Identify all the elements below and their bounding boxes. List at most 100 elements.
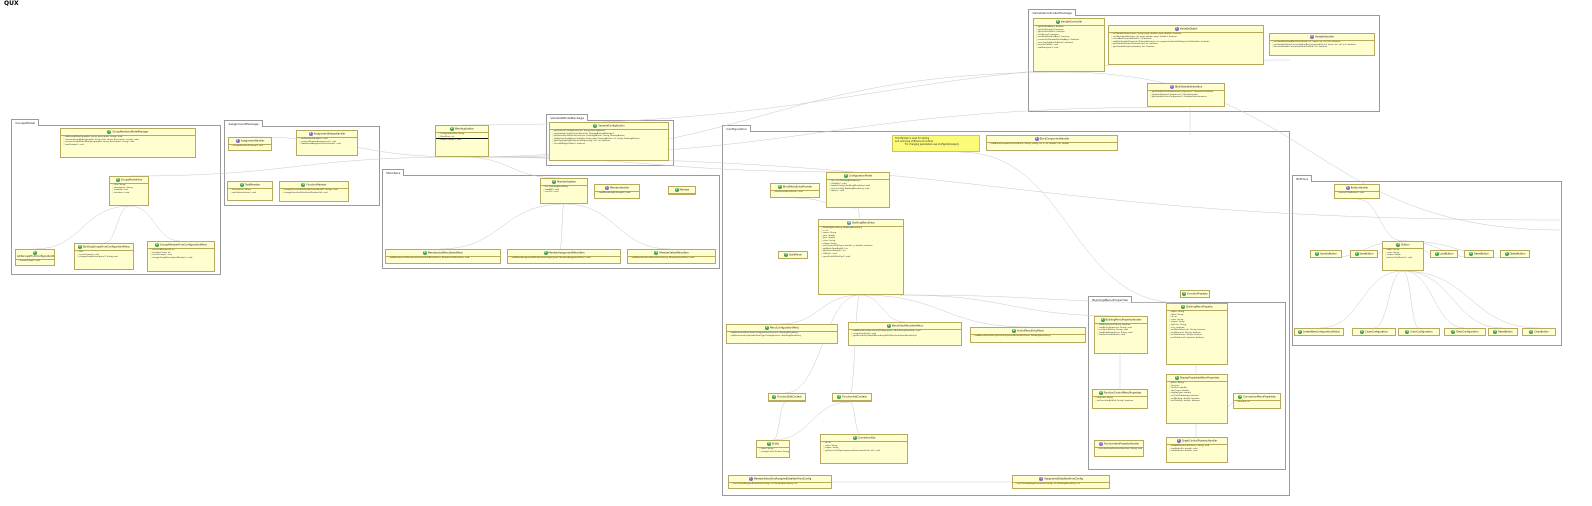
package-configuration: Configuration [722,125,1290,496]
class-member: loadValueStr: double: void [1167,448,1227,451]
class-name: FunctionProperty [1187,292,1208,296]
class-member: createGroup(): void [148,254,214,257]
interface-icon: I [1039,477,1044,481]
class-member: changeGroupDescription(): String void [75,256,133,259]
package-variablecontrollerpackage: VariableControllerPackage [1028,9,1380,112]
class-member: removeGroupModel(groupId: string, title:… [61,139,195,142]
class-member: blockFromMenuItem(): void [771,191,819,194]
class-member: addMenuEntryMenuItemSettingsOption: Menu… [849,330,961,333]
interface-icon: I [1345,186,1350,190]
class-member: getVariableFromComponent(): VariableLoad… [1148,94,1224,97]
class-name: MenuEntryMenuItemMenu [891,324,924,328]
class-name: AddGroupsFromConfigurationMenu [17,255,55,258]
relationship-edge [129,156,463,177]
class-functioncontrolmenuproperties: CFunctionControlMenuPropertiesfunction: … [1092,389,1148,409]
class-member: selectedMemberId: int [148,249,214,252]
package-label: BuildingMenuProperties [1088,296,1132,303]
class-member: color: String [819,240,903,243]
class-icon: C [1174,376,1179,380]
class-member: taskStatus(status): void [228,192,272,195]
class-name: ConnectionMenuProperties [1243,395,1276,399]
class-separator [669,193,695,194]
class-member: color: String [757,448,789,451]
class-member: label: String [1167,314,1227,317]
relationship-edge [1402,270,1504,329]
class-member: saveToCloud(): void [1034,44,1104,47]
interface-icon: I [604,186,609,190]
package-groupsmodel: GroupsModel [11,119,221,275]
class-member: changeFunctionForMember(memberId(): Stri… [280,189,348,192]
class-name: MemberHandler [609,186,630,190]
class-icon: C [764,326,769,330]
class-member: FunctionItemFunctionFunction: String: vo… [1095,448,1143,451]
class-varconfigsection: CVariableConfigSectiongetValueOfConfigSe… [549,122,669,161]
class-header: CAddGroupsFromConfigurationMenu [16,250,54,259]
class-separator [1445,335,1485,336]
class-name: CloseButton [1534,330,1549,334]
class-member: activeConfig: BuildingMenuEntry: void [827,188,889,191]
class-separator [1353,335,1395,336]
class-member: getValueOfConfigSection(id): String Floa… [550,130,668,133]
class-icon: C [843,174,848,178]
abstract-class-icon: A [847,221,852,225]
class-icon: C [1529,330,1534,334]
class-member: enabled: void [110,189,148,192]
class-member: title: String [110,184,148,187]
relationship-edge [1059,71,1561,231]
class-member: getDisplayHeightValueInConfig(config: In… [550,140,668,143]
class-name: GraphControlPropertyHandler [1181,439,1218,443]
class-separator [1489,335,1517,336]
class-name: Member [679,188,690,192]
class-actionmenuentry: CActionMenuEntryMenuaddActionMenuEntryMe… [970,327,1086,343]
class-icon: C [1469,252,1474,256]
class-button: CButtonlabel: Stringcolor: Stringshape: … [1382,241,1424,271]
class-assignmenthandler: IAssignmentHandlerassignMemberToGroup():… [228,137,272,151]
class-member: setValue(val: String): boolean [1167,332,1227,335]
class-member: setMemberNumber(): void [297,138,357,141]
class-member: color: String [1383,252,1423,255]
class-icon: C [115,178,120,182]
class-separator [1523,335,1555,336]
class-icon: C [1297,330,1302,334]
class-name: VariableConfigSection [598,124,625,128]
class-member: title [75,251,133,254]
class-member: description: String [228,189,272,192]
class-member: addFunctionalityVariableFromTypeConfigIn… [727,335,837,338]
class-name: BuildPanel [789,253,802,257]
relationship-edge [859,294,1029,328]
interface-icon: I [308,132,313,136]
relationship-edge [779,294,861,325]
class-memberassignmentmenu: CMemberAssignmentMenuItemaddMenuAssignme… [507,249,621,264]
class-icon: C [552,180,557,184]
class-member: ViewMenu: int [436,136,488,139]
class-member: checkIfWidgetIsMax(): boolean [550,143,668,146]
note-line: For changing parameters use Configuratio… [905,143,959,146]
class-member: addMembersListMenuItemInterfaceForAction… [386,257,500,260]
class-icon: C [154,243,159,247]
class-member: canChooseAssignmentsFromConfig: int: Bui… [1013,483,1109,486]
class-memberslistmenuitems: CMembersListMenuItemsMenuaddMembersListM… [385,249,501,264]
class-member: label: String [1383,249,1423,252]
class-name: FunctionAddContext [842,395,867,399]
class-name: MainApplication [454,127,475,131]
class-configurationmodel: CConfigurationModellist: List<BuildingMe… [826,172,890,208]
class-icon: C [772,395,777,399]
class-member: getButtonConfigFromConfigSection(config:… [550,138,668,141]
